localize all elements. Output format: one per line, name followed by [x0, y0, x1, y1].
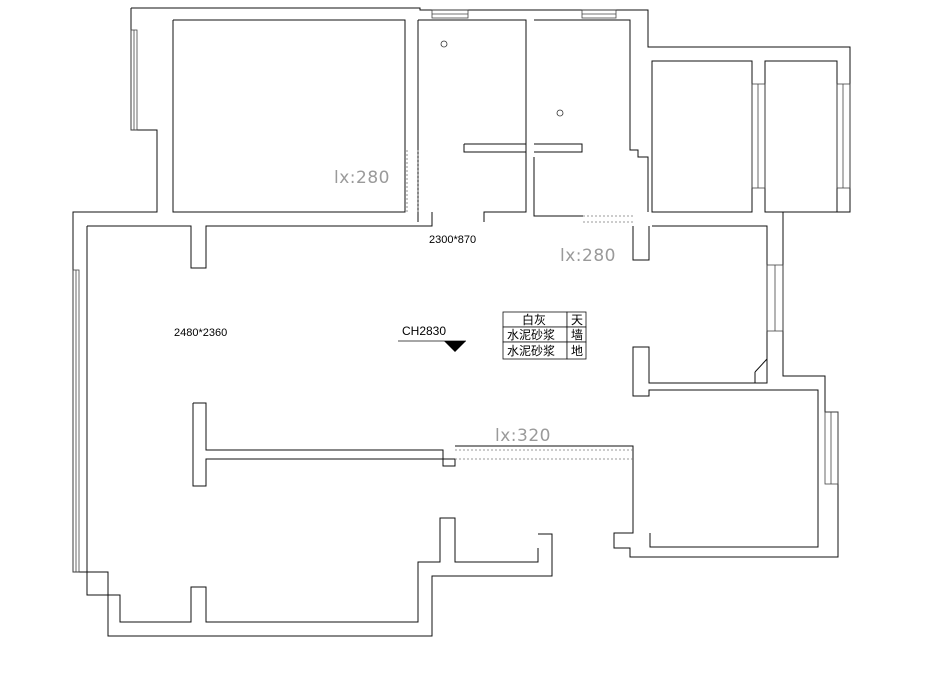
material-cell: 水泥砂浆: [507, 327, 555, 342]
surface-cell: 天: [571, 313, 583, 327]
material-cell: 水泥砂浆: [507, 343, 555, 358]
material-table: 白灰 天 水泥砂浆 墙 水泥砂浆 地: [502, 311, 587, 360]
beam-label: lx:280: [334, 168, 390, 188]
surface-cell: 地: [571, 344, 583, 358]
ceiling-height-marker: CH2830: [398, 324, 466, 352]
openings: [406, 150, 768, 460]
outer-wall: [72, 7, 851, 637]
dimension-label: 2300*870: [429, 234, 476, 246]
dimension-label: 2480*2360: [174, 327, 227, 339]
surface-cell: 墙: [571, 328, 583, 342]
ceiling-height-label: CH2830: [402, 324, 446, 338]
inner-wall-line: [86, 19, 819, 623]
partition-walls: [192, 60, 838, 487]
floor-drain-icon: [556, 109, 564, 117]
windows: [72, 9, 851, 573]
beam-label: lx:280: [560, 246, 616, 266]
material-cell: 白灰: [522, 312, 546, 327]
level-marker-icon: [444, 341, 466, 352]
beam-label: lx:320: [495, 426, 551, 446]
floor-drain-icon: [440, 40, 448, 48]
